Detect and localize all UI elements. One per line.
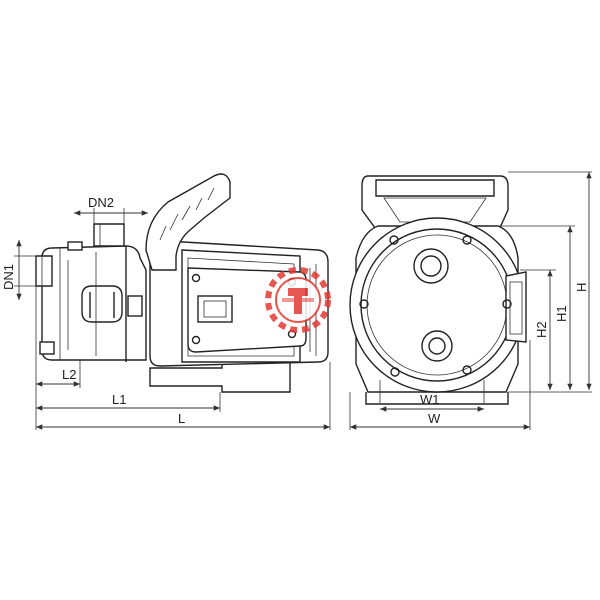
front-view xyxy=(349,175,527,405)
w-label: W xyxy=(428,411,441,426)
w1-label: W1 xyxy=(420,392,440,407)
gear-logo-icon xyxy=(265,267,331,333)
h1-label: H1 xyxy=(554,305,569,322)
side-view xyxy=(35,173,329,393)
side-dimensions xyxy=(14,208,331,430)
dn1-label: DN1 xyxy=(1,264,16,290)
h2-label: H2 xyxy=(534,321,549,338)
h-label: H xyxy=(574,283,589,292)
l2-label: L2 xyxy=(62,367,76,382)
dn2-label: DN2 xyxy=(88,195,114,210)
l1-label: L1 xyxy=(112,392,126,407)
l-label: L xyxy=(178,411,185,426)
front-dimensions xyxy=(349,171,592,430)
